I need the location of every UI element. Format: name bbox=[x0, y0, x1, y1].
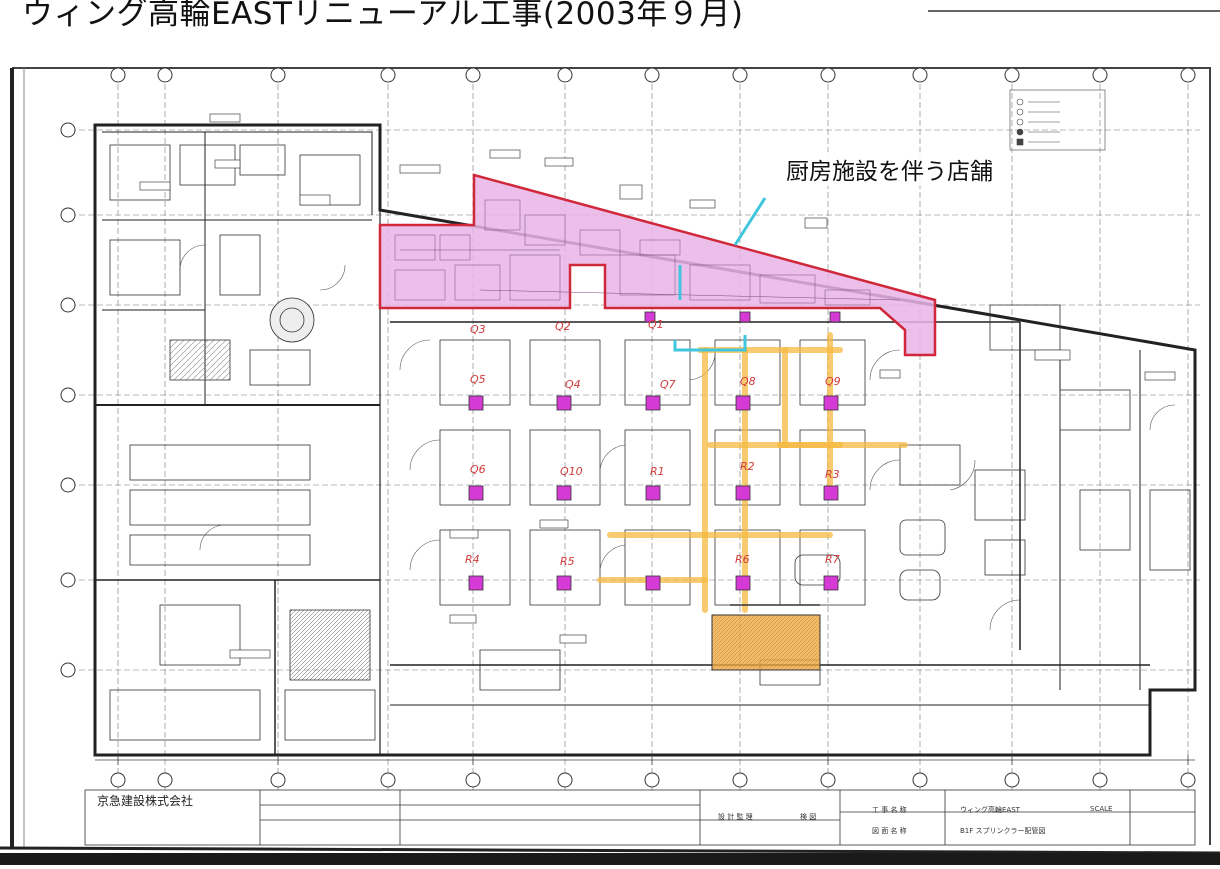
kitchen-store-callout: 厨房施設を伴う店舗 bbox=[782, 152, 997, 186]
sheet-border bbox=[0, 67, 1220, 865]
store-mark: R5 bbox=[560, 555, 575, 568]
store-mark: Q2 bbox=[555, 320, 571, 333]
store-mark-labels: Q3 Q2 Q1 Q5 Q4 Q7 Q8 Q9 Q6 Q10 R1 R2 R3 … bbox=[465, 318, 841, 568]
store-mark: R1 bbox=[650, 465, 665, 478]
pump-room bbox=[711, 604, 821, 671]
store-mark: R4 bbox=[465, 553, 480, 566]
store-mark: Q5 bbox=[470, 373, 486, 386]
annotation-boxes bbox=[139, 113, 1176, 659]
check-caption: 検 図 bbox=[800, 813, 817, 821]
sprinkler-heads bbox=[468, 311, 841, 591]
legend bbox=[1009, 89, 1106, 151]
project-name: ウィング高輪EAST bbox=[960, 806, 1020, 814]
design-caption: 設 計 監 理 bbox=[718, 813, 753, 821]
store-mark: Q9 bbox=[825, 375, 841, 388]
drawing-caption: 図 面 名 称 bbox=[872, 827, 907, 835]
store-mark: Q8 bbox=[740, 375, 756, 388]
title-block bbox=[84, 789, 1196, 846]
store-mark: Q6 bbox=[470, 463, 486, 476]
store-mark: R6 bbox=[735, 553, 750, 566]
store-mark: Q3 bbox=[470, 323, 486, 336]
store-mark: R2 bbox=[740, 460, 755, 473]
cyan-pipes bbox=[673, 197, 767, 352]
floor-plan-sheet: Q3 Q2 Q1 Q5 Q4 Q7 Q8 Q9 Q6 Q10 R1 R2 R3 … bbox=[0, 50, 1220, 865]
store-mark: Q1 bbox=[648, 318, 664, 331]
store-mark: Q7 bbox=[660, 378, 676, 391]
building-outline bbox=[93, 123, 1197, 757]
project-caption: 工 事 名 称 bbox=[872, 806, 907, 814]
dimension-line bbox=[95, 755, 1195, 765]
store-mark: R3 bbox=[825, 468, 840, 481]
scale-caption: SCALE bbox=[1090, 805, 1113, 813]
kitchen-zone bbox=[378, 173, 937, 357]
slide-title: ウィング高輪EASTリニューアル工事(2003年９月) bbox=[22, 0, 744, 32]
grid-bubbles bbox=[60, 67, 1196, 788]
company-name: 京急建設株式会社 bbox=[97, 794, 194, 808]
store-mark: Q10 bbox=[560, 465, 583, 478]
column-grid bbox=[70, 75, 1200, 790]
left-rooms bbox=[109, 144, 376, 741]
drawing-name: B1F スプリンクラー配管図 bbox=[960, 827, 1046, 835]
store-mark: Q4 bbox=[565, 378, 581, 391]
store-mark: R7 bbox=[825, 553, 840, 566]
title-divider bbox=[928, 10, 1220, 12]
